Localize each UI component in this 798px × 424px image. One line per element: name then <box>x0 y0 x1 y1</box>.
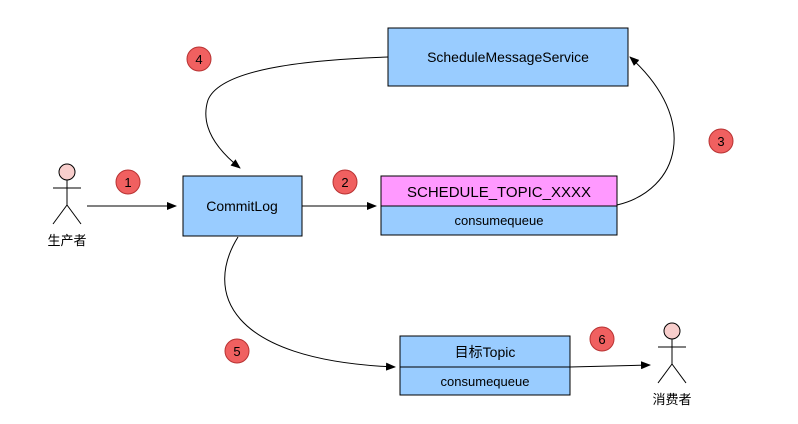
edge-commitlog-to-target-topic <box>224 236 396 371</box>
step-number: 1 <box>124 175 131 190</box>
step-badge-5: 5 <box>224 338 250 364</box>
commitlog-box <box>182 175 303 237</box>
edge-service-to-commitlog <box>205 56 389 169</box>
schedule-topic-header <box>380 175 618 207</box>
target-topic-sublabel: consumequeue <box>441 374 530 389</box>
target-topic-queue <box>399 366 571 396</box>
actor-head <box>58 163 76 181</box>
actor-head <box>663 322 681 340</box>
target-topic-header <box>399 335 571 368</box>
commitlog-label: CommitLog <box>206 198 278 214</box>
target-topic-label: 目标Topic <box>455 344 516 360</box>
schedule-topic-label: SCHEDULE_TOPIC_XXXX <box>407 184 591 201</box>
step-number: 3 <box>717 134 724 149</box>
consumer-label: 消费者 <box>652 392 691 407</box>
consumer-actor <box>657 322 687 384</box>
step-badge-1: 1 <box>115 169 141 195</box>
step-number: 5 <box>233 344 240 359</box>
step-badge-6: 6 <box>589 326 615 352</box>
step-number: 6 <box>598 332 605 347</box>
schedule-topic-queue <box>380 205 618 236</box>
step-badge-4: 4 <box>186 46 212 72</box>
producer-label: 生产者 <box>47 233 86 248</box>
step-number: 2 <box>341 175 348 190</box>
step-badge-2: 2 <box>332 169 358 195</box>
edge-schedule-topic-to-service <box>616 56 675 206</box>
edge-target-topic-to-consumer <box>569 361 651 370</box>
schedule-topic-sublabel: consumequeue <box>455 213 544 228</box>
producer-actor <box>52 163 82 225</box>
schedule-service-label: ScheduleMessageService <box>427 49 589 65</box>
step-number: 4 <box>195 52 202 67</box>
schedule-service-box <box>387 27 629 87</box>
step-badge-3: 3 <box>708 128 734 154</box>
